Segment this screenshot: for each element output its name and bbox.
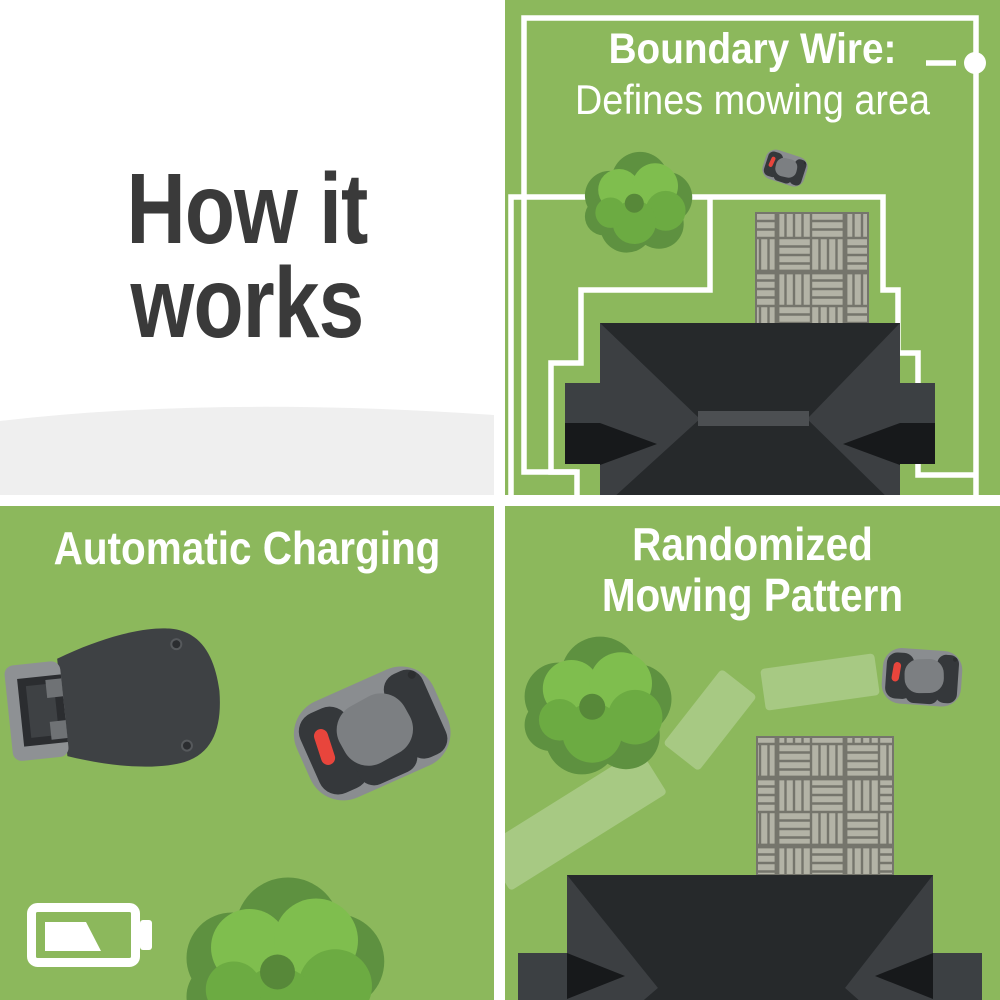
page-title-line1: How it <box>126 153 368 265</box>
panel-randomized-mowing: Randomized Mowing Pattern <box>505 506 1000 1000</box>
robot-mower-icon <box>282 654 463 812</box>
robot-mower-icon <box>880 646 964 708</box>
robot-mower-icon <box>759 146 811 190</box>
boundary-wire-subheading: Defines mowing area <box>574 76 931 123</box>
bush-icon <box>584 151 693 253</box>
bush-icon <box>186 877 385 1000</box>
boundary-wire-heading: Boundary Wire: <box>608 25 897 73</box>
patio-icon <box>756 736 894 876</box>
hill-icon <box>0 406 494 495</box>
randomized-mowing-heading-line2: Mowing Pattern <box>601 569 904 621</box>
patio-icon <box>755 212 869 326</box>
automatic-charging-heading: Automatic Charging <box>53 522 441 574</box>
panel-intro: How it works <box>0 0 494 495</box>
house-icon <box>518 875 982 1000</box>
battery-icon <box>27 903 152 967</box>
bush-icon <box>524 636 672 775</box>
panel-boundary-wire: Boundary Wire: Defines mowing area <box>505 0 1000 495</box>
charging-station-icon <box>4 628 220 767</box>
mow-path-icon <box>505 653 880 890</box>
house-icon <box>565 323 935 495</box>
panel-automatic-charging: Automatic Charging <box>0 506 494 1000</box>
wire-marker-dot-icon <box>964 52 986 74</box>
page-title-line2: works <box>130 247 365 359</box>
randomized-mowing-heading-line1: Randomized <box>632 518 873 570</box>
